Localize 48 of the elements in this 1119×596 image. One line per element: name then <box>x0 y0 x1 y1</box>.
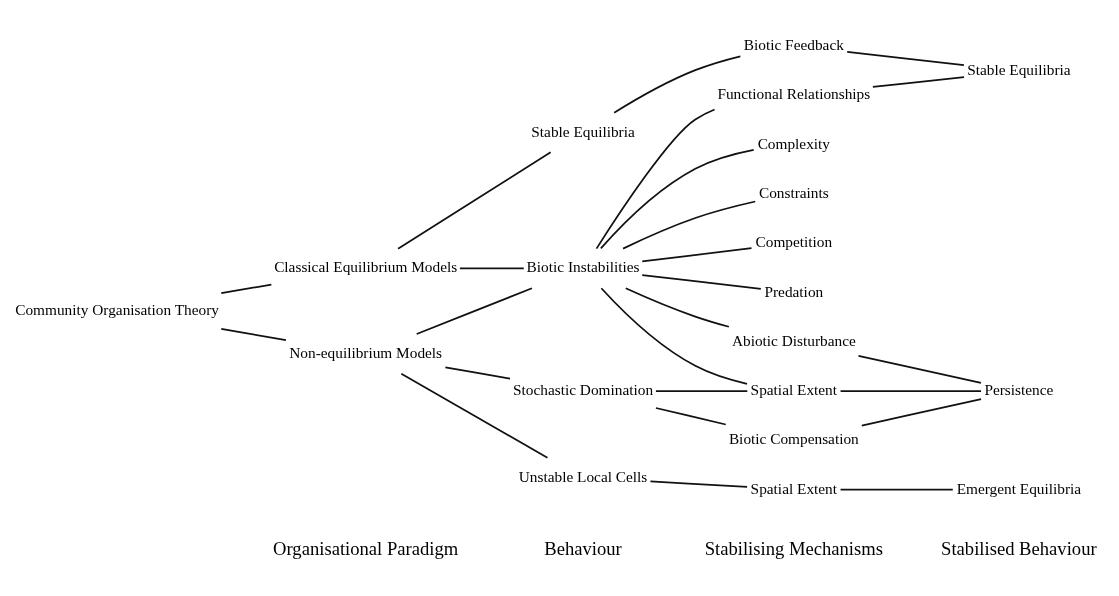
connector <box>415 286 533 335</box>
node-text: Unstable Local Cells <box>518 467 648 485</box>
connector <box>444 366 511 379</box>
connector <box>600 286 748 385</box>
node-text: Persistence <box>984 380 1054 398</box>
node-text: Abiotic Disturbance <box>731 331 856 349</box>
node-text: Spatial Extent <box>750 380 838 398</box>
connector <box>839 488 954 490</box>
node-text: Stochastic Domination <box>513 380 654 398</box>
connector <box>641 273 762 290</box>
node-text: Spatial Extent <box>750 479 838 497</box>
node-text: Community Organisation Theory <box>15 300 219 318</box>
connector <box>613 54 742 114</box>
node-text: Constraints <box>758 183 829 201</box>
node-text: Predation <box>764 282 824 300</box>
connector <box>397 151 552 249</box>
connector <box>220 327 287 341</box>
node-text: Biotic Feedback <box>743 35 844 53</box>
connector <box>872 75 965 88</box>
connector <box>220 283 273 294</box>
label: Organisational Paradigm <box>273 537 459 559</box>
connector <box>400 372 549 459</box>
label: Stabilised Behaviour <box>941 537 1097 559</box>
connector <box>459 267 525 269</box>
label: Behaviour <box>544 537 622 559</box>
node-text: Biotic Compensation <box>728 429 859 447</box>
node-text: Functional Relationships <box>717 84 871 102</box>
connector <box>595 108 716 249</box>
connector <box>860 397 982 426</box>
node-text: Stable Equilibria <box>967 60 1071 78</box>
connector <box>839 389 982 392</box>
connector <box>846 50 965 66</box>
connector <box>655 406 727 425</box>
connector <box>641 246 753 262</box>
node-text: Stable Equilibria <box>531 122 635 140</box>
label: Stabilising Mechanisms <box>704 537 884 559</box>
connector <box>624 286 730 328</box>
node-text: Complexity <box>757 134 831 152</box>
node-text: Biotic Instabilities <box>526 257 640 275</box>
node-text: Competition <box>755 232 833 250</box>
connector <box>655 389 749 392</box>
connector <box>649 480 748 488</box>
connector <box>600 148 755 249</box>
node-text: Emergent Equilibria <box>956 479 1082 497</box>
node-text: Non-equilibrium Models <box>289 343 443 361</box>
connector <box>857 354 982 384</box>
node-text: Classical Equilibrium Models <box>274 257 458 275</box>
connector <box>622 200 757 249</box>
